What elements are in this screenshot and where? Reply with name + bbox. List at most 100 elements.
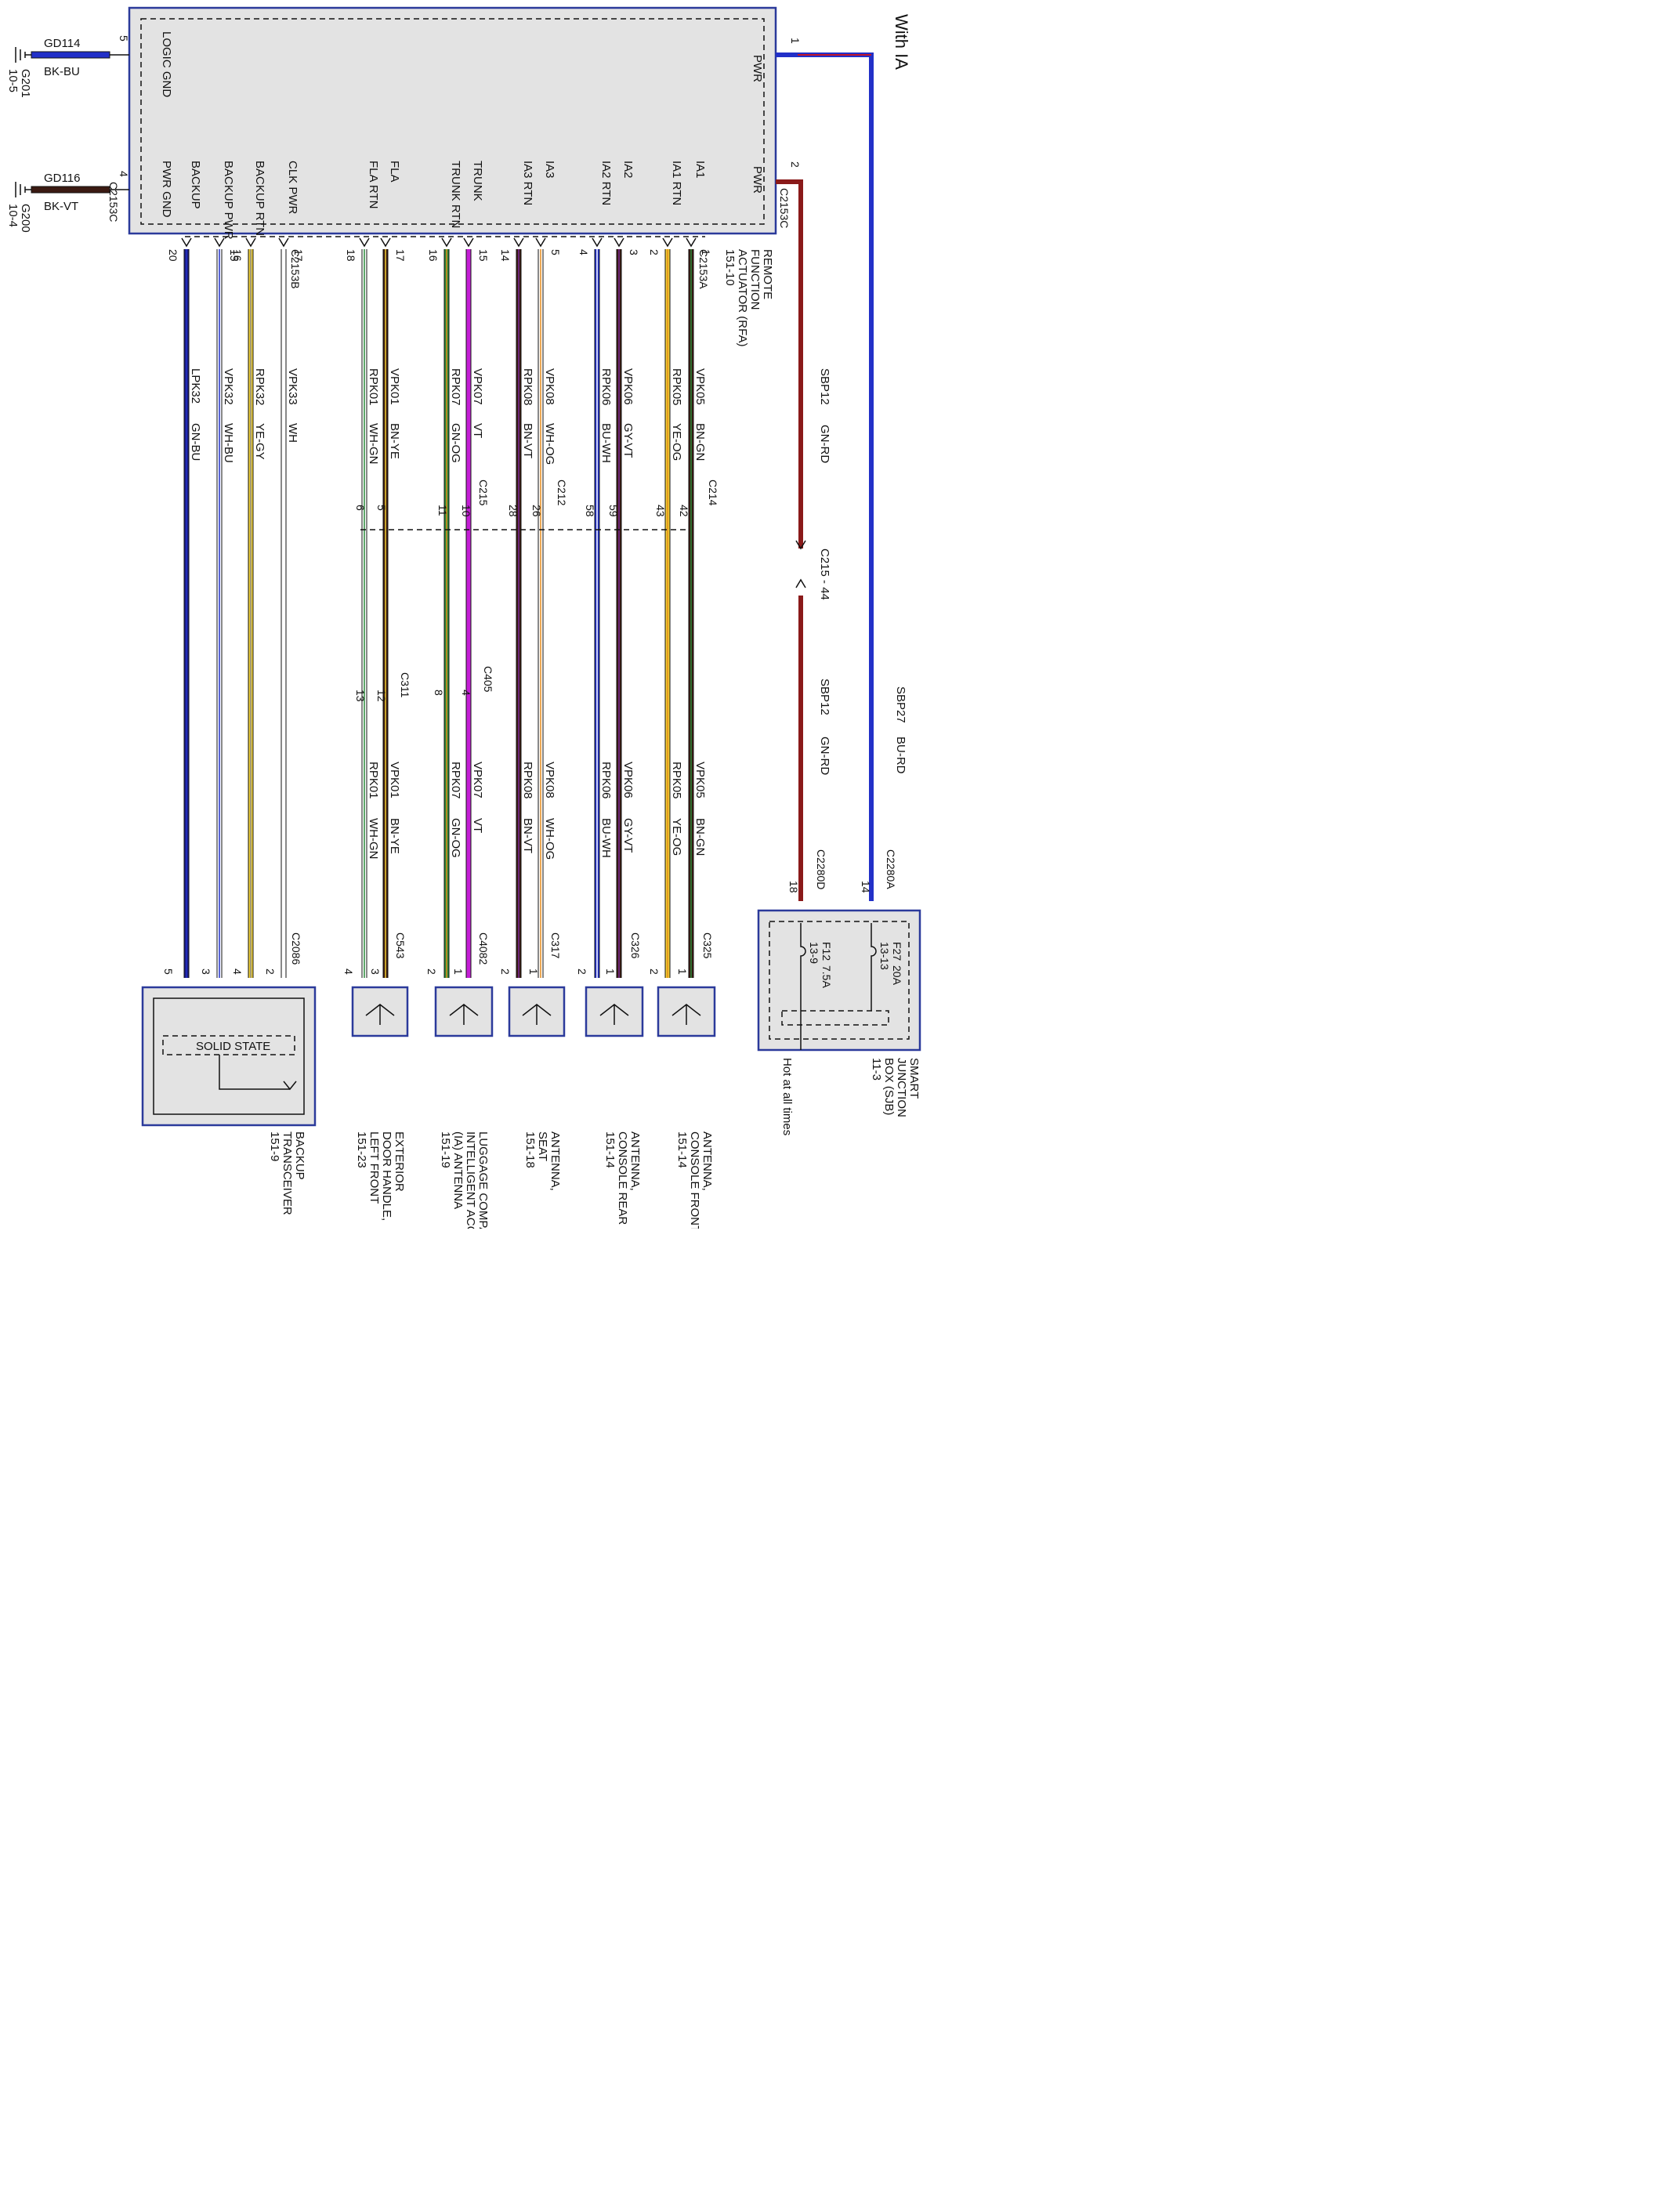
wire-color-11: GY-VT xyxy=(621,423,635,458)
inline-pin-2-0: 28 xyxy=(507,505,519,517)
wire-circuit-b-9: VPK08 xyxy=(543,762,556,798)
ground-id-1: G200 xyxy=(19,204,32,233)
wire-color-2: YE-GY xyxy=(253,423,266,460)
power-wire-sbp12 xyxy=(776,179,803,901)
rfa-pin-num-2: 16 xyxy=(231,249,244,262)
wire-color-7: VT xyxy=(471,423,484,438)
component-label-5-2: 151-14 xyxy=(675,1131,689,1168)
wire-circuit-b-7: VPK07 xyxy=(471,762,484,798)
component-label-4-2: 151-14 xyxy=(603,1131,617,1168)
wire-circuit-2: RPK32 xyxy=(253,368,266,406)
wire-color-b-5: BN-YE xyxy=(388,818,401,854)
inline-pin-3-2: 43 xyxy=(654,505,667,517)
wire-circuit-13: VPK05 xyxy=(693,368,707,405)
inline-connector-name-0: C215 xyxy=(477,480,490,506)
rfa-pin-name-13: IA1 xyxy=(693,161,707,179)
component-pin-5-0: 2 xyxy=(648,968,661,975)
component-pin-0-3: 2 xyxy=(264,968,277,975)
ground-ref-1: 10-4 xyxy=(6,204,20,227)
fuse-f12-rating: 7.5A xyxy=(820,965,833,988)
rfa-pin-num-10: 4 xyxy=(577,249,590,255)
component-label-3-0: ANTENNA, xyxy=(548,1131,562,1191)
antenna-icon-1 xyxy=(365,1004,395,1025)
sjb-label-3: BOX (SJB) xyxy=(882,1058,896,1115)
power-color-gn-rd-b: GN-RD xyxy=(818,737,831,775)
rfa-label-4: 151-10 xyxy=(723,249,737,286)
ground-ref-0: 10-5 xyxy=(6,69,20,92)
wire-circuit-b-4: RPK01 xyxy=(367,762,380,799)
rfa-pin-num-5: 17 xyxy=(394,249,407,262)
rfa-pin-num-11: 3 xyxy=(628,249,640,255)
smart-junction-box: SMART JUNCTION BOX (SJB) 11-3 Hot at all… xyxy=(757,909,921,1135)
wire-color-4: WH-GN xyxy=(367,423,380,465)
power-color-bu-rd: BU-RD xyxy=(894,737,907,774)
wire-color-b-12: YE-OG xyxy=(670,818,683,856)
component-connector-1: C543 xyxy=(394,932,407,959)
component-label-2-3: 151-19 xyxy=(439,1131,452,1168)
component-label-1-2: LEFT FRONT xyxy=(367,1131,381,1204)
inline-connector-name-3: C214 xyxy=(707,480,719,506)
rfa-module: REMOTE FUNCTION ACTUATOR (RFA) 151-10 C2… xyxy=(107,6,791,346)
wire-circuit-5: VPK01 xyxy=(388,368,401,405)
wire-circuit-b-11: VPK06 xyxy=(621,762,635,798)
connector-pin-0-1: 12 xyxy=(375,690,388,702)
wire-color-b-13: BN-GN xyxy=(693,818,707,856)
rfa-pin-name-6: TRUNK RTN xyxy=(449,161,462,228)
wire-color-8: BN-VT xyxy=(521,423,534,458)
wire-color-b-9: WH-OG xyxy=(543,818,556,860)
inline-pin-3-0: 58 xyxy=(584,505,596,517)
power-color-gn-rd-a: GN-RD xyxy=(818,425,831,463)
inline-pin-3-3: 42 xyxy=(678,505,690,517)
component-label-1-1: DOOR HANDLE, xyxy=(380,1131,393,1221)
wire-color-b-10: BU-WH xyxy=(599,818,613,858)
rfa-label-2: FUNCTION xyxy=(748,249,762,310)
fuse-f12: F12 xyxy=(820,942,833,961)
wire-circuit-b-12: RPK05 xyxy=(670,762,683,799)
antenna-icon-4 xyxy=(599,1004,629,1025)
component-connector-0: C2086 xyxy=(290,932,302,965)
rfa-pin-name-3: CLK PWR xyxy=(286,161,299,215)
power-connector-c2280a: C2280A xyxy=(885,849,897,889)
wire-color-5: BN-YE xyxy=(388,423,401,459)
component-pin-5-1: 1 xyxy=(676,968,689,975)
inline-pin-1-1: 5 xyxy=(375,505,388,511)
rfa-pin-pwr-gnd: PWR GND xyxy=(160,161,173,218)
ground-color-0: BK-BU xyxy=(44,65,80,78)
rfa-pin-name-4: FLA RTN xyxy=(367,161,380,208)
component-label-2-1: INTELLIGENT ACCESS xyxy=(464,1131,477,1229)
fuse-f27: F27 xyxy=(891,942,903,961)
wire-color-b-7: VT xyxy=(471,818,484,833)
rfa-pin-name-5: FLA xyxy=(388,161,401,183)
component-label-2-2: (IA) ANTENNA xyxy=(451,1131,465,1209)
fuse-f12-ref: 13-9 xyxy=(808,942,820,964)
rfa-pin-num-2: 2 xyxy=(789,161,802,168)
component-connector-3: C317 xyxy=(549,932,562,959)
fuse-f27-rating: 20A xyxy=(891,965,903,986)
wire-color-b-11: GY-VT xyxy=(621,818,635,853)
rfa-pin-logic-gnd: LOGIC GND xyxy=(160,31,173,97)
inline-pin-1-0: 6 xyxy=(354,505,367,511)
component-pin-3-0: 2 xyxy=(499,968,512,975)
component-connector-4: C326 xyxy=(629,932,642,959)
rfa-pin-num-6: 16 xyxy=(427,249,440,262)
component-connector-2: C4082 xyxy=(477,932,490,965)
rfa-pin-num-3: 17 xyxy=(292,249,305,262)
component-pin-4-0: 2 xyxy=(576,968,588,975)
wire-circuit-12: RPK05 xyxy=(670,368,683,406)
power-circuit-sbp12-a: SBP12 xyxy=(818,368,831,405)
signal-wires: LPK32GN-BUVPK32WH-BURPK32YE-GYVPK33WHRPK… xyxy=(181,236,719,978)
rfa-pin-name-7: TRUNK xyxy=(471,161,484,201)
component-connector-5: C325 xyxy=(701,932,714,959)
component-pin-4-1: 1 xyxy=(604,968,617,975)
wire-color-b-8: BN-VT xyxy=(521,818,534,853)
rfa-pin-name-1: BACKUP PWR xyxy=(222,161,235,240)
ground-symbol-1 xyxy=(15,182,31,197)
antenna-icon-3 xyxy=(522,1004,552,1025)
component-pin-2-1: 1 xyxy=(452,968,465,975)
ground-wire-1 xyxy=(31,186,110,194)
component-pin-0-2: 4 xyxy=(231,968,244,975)
wire-color-10: BU-WH xyxy=(599,423,613,463)
wire-color-12: YE-OG xyxy=(670,423,683,461)
wire-circuit-b-10: RPK06 xyxy=(599,762,613,799)
rfa-pin-num-1: 15 xyxy=(228,249,241,262)
